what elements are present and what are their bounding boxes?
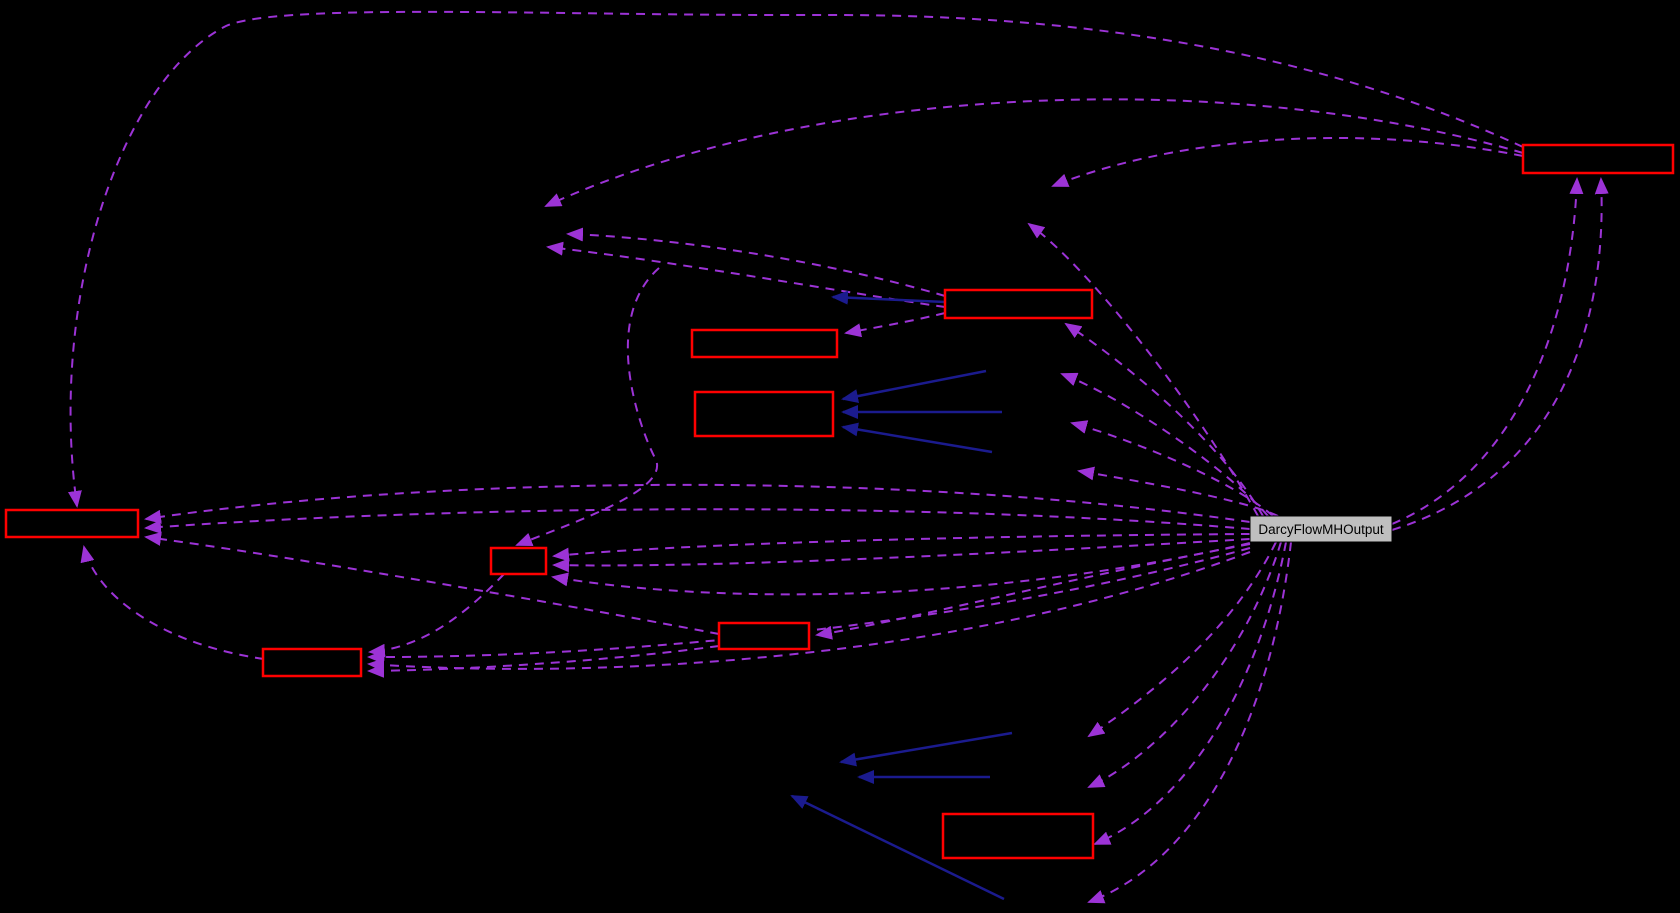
usage-edge: [67, 10, 1524, 508]
usage-edge: [1087, 541, 1292, 904]
usage-edge: [551, 542, 1251, 596]
usage-edge: [368, 573, 505, 658]
usage-edge: [1093, 541, 1287, 845]
class-node-1[interactable]: [1521, 143, 1675, 175]
inheritance-edge: [831, 290, 946, 305]
main-node-box: [1249, 515, 1393, 543]
usage-edge: [1087, 541, 1282, 788]
class-node-2[interactable]: [943, 288, 1094, 320]
inheritance-edge: [841, 422, 993, 454]
usage-edge: [844, 312, 946, 338]
usage-edge: [144, 483, 1251, 524]
usage-edges: [67, 10, 1609, 904]
usage-edge: [566, 227, 946, 297]
main-node-label: DarcyFlowMHOutput: [1258, 522, 1384, 537]
usage-edge: [1391, 177, 1609, 531]
usage-edge: [515, 267, 660, 546]
usage-edge: [367, 551, 1251, 673]
usage-edge: [1051, 137, 1524, 187]
usage-edge: [1087, 541, 1277, 738]
usage-edge: [544, 98, 1524, 207]
class-node-6[interactable]: [489, 546, 548, 576]
usage-edge: [1027, 222, 1259, 517]
inheritance-edge: [839, 731, 1013, 767]
usage-edge: [1064, 322, 1264, 517]
usage-edge: [1060, 372, 1269, 517]
inheritance-edge: [841, 369, 987, 403]
class-node-4[interactable]: [693, 390, 835, 438]
usage-edge: [367, 645, 720, 678]
class-node-8[interactable]: [261, 647, 363, 678]
class-node-3[interactable]: [690, 328, 839, 359]
usage-edge: [552, 538, 1251, 573]
class-nodes: [4, 143, 1675, 860]
inheritance-edges: [790, 290, 1013, 901]
usage-edge: [1077, 466, 1279, 517]
usage-edge: [1391, 177, 1584, 525]
usage-edge: [144, 508, 1251, 534]
class-node-5[interactable]: [4, 508, 140, 539]
usage-edge: [80, 545, 265, 660]
class-node-9[interactable]: [941, 812, 1095, 860]
usage-edge: [546, 241, 946, 308]
usage-edge: [815, 543, 1251, 640]
class-node-7[interactable]: [717, 621, 811, 651]
main-class-node: DarcyFlowMHOutput: [1249, 515, 1393, 543]
inheritance-edge: [790, 794, 1005, 901]
usage-edge: [144, 532, 720, 635]
usage-edge: [1070, 420, 1274, 517]
